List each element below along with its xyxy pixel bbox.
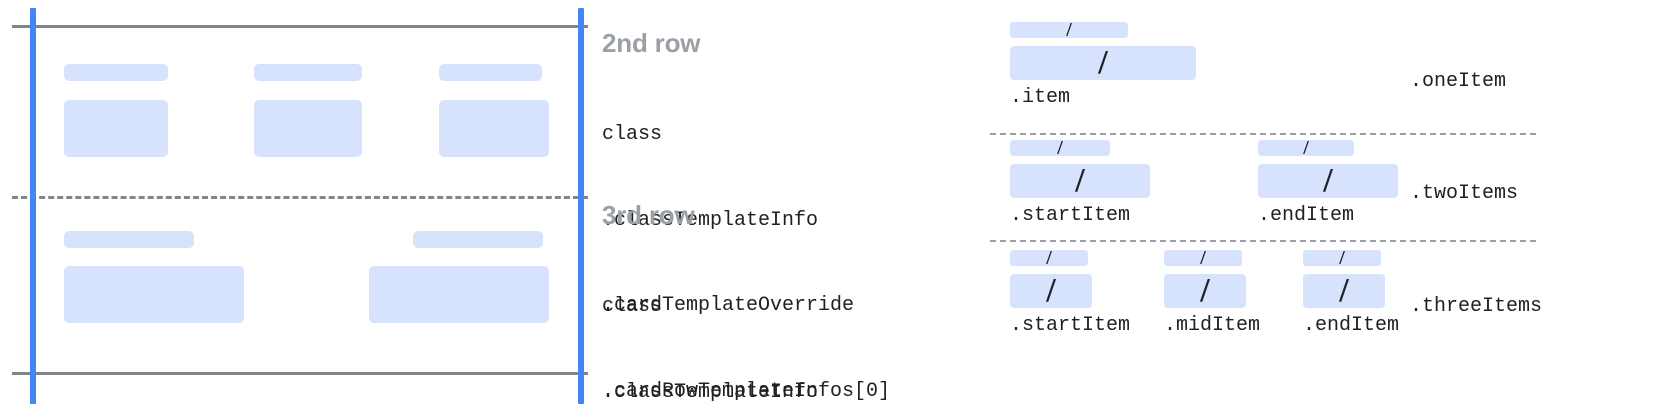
variant-label: .twoItems	[1410, 182, 1519, 205]
item-title-bar: /	[1010, 247, 1088, 269]
item-body-bar: /	[1303, 274, 1385, 308]
item-group: / / .startItem	[1010, 247, 1131, 337]
item-label: .endItem	[1303, 314, 1400, 337]
path-line: .classTemplateInfo	[602, 380, 819, 404]
variant-divider	[990, 240, 1536, 242]
slash-icon: /	[1339, 272, 1349, 309]
item-body-bar: /	[1010, 46, 1196, 80]
slash-icon: /	[1200, 272, 1210, 309]
row-heading: 3rd row	[602, 200, 695, 230]
variant-one-item: / / .item .oneItem	[990, 19, 1676, 134]
item-layout-variants: / / .item .oneItem / / .startItem	[990, 0, 1676, 412]
item-title-bar: /	[1010, 19, 1128, 41]
variant-label: .threeItems	[1410, 295, 1543, 318]
item-title-bar: /	[1303, 247, 1381, 269]
item-body-bar: /	[1010, 274, 1092, 308]
placeholder-title	[439, 64, 542, 81]
slash-icon: /	[1303, 137, 1309, 159]
item-group: / / .endItem	[1303, 247, 1400, 337]
card-row-schematic	[0, 0, 600, 412]
slash-icon: /	[1046, 272, 1056, 309]
item-label: .endItem	[1258, 204, 1355, 227]
schematic-top-rule	[12, 25, 588, 28]
schematic-row-divider	[12, 196, 588, 199]
placeholder-body	[369, 266, 549, 323]
path-line: .cardTemplateOverride	[602, 294, 855, 317]
item-label: .startItem	[1010, 204, 1131, 227]
slash-icon: /	[1323, 162, 1333, 199]
schematic-left-guide	[30, 8, 36, 404]
slash-icon: /	[1098, 44, 1108, 81]
placeholder-body	[64, 100, 168, 157]
variant-two-items: / / .startItem / / .endItem .twoItems	[990, 137, 1676, 245]
variant-label: .oneItem	[1410, 70, 1507, 93]
item-body-bar: /	[1258, 164, 1398, 198]
slash-icon: /	[1075, 162, 1085, 199]
item-label: .midItem	[1164, 314, 1261, 337]
placeholder-title	[413, 231, 543, 248]
schematic-bottom-rule	[12, 372, 588, 375]
slash-icon: /	[1046, 247, 1052, 269]
path-line: .classTemplateInfo	[602, 208, 819, 232]
variant-divider	[990, 133, 1536, 135]
slash-icon: /	[1200, 247, 1206, 269]
variant-three-items: / / .startItem / / .midItem /	[990, 247, 1676, 362]
item-title-bar: /	[1010, 137, 1110, 159]
placeholder-title	[254, 64, 362, 81]
path-line: class	[602, 123, 663, 146]
item-group: / / .midItem	[1164, 247, 1261, 337]
row-path-lines: class .classTemplateInfo .cardTemplateOv…	[602, 64, 890, 412]
row-heading: 2nd row	[602, 28, 701, 58]
template-path-descriptions: 2nd row class .classTemplateInfo .cardTe…	[602, 0, 992, 412]
item-group: / / .startItem	[1010, 137, 1150, 227]
placeholder-body	[254, 100, 362, 157]
placeholder-body	[64, 266, 244, 323]
placeholder-title	[64, 231, 194, 248]
item-body-bar: /	[1164, 274, 1246, 308]
path-line: .cardRowTemplateInfos[0]	[602, 379, 891, 403]
slash-icon: /	[1066, 19, 1072, 41]
item-body-bar: /	[1010, 164, 1150, 198]
item-title-bar: /	[1164, 247, 1242, 269]
slash-icon: /	[1339, 247, 1345, 269]
item-label: .item	[1010, 86, 1071, 109]
row-description-block-2nd: 2nd row class .classTemplateInfo .cardTe…	[602, 28, 890, 412]
item-label: .startItem	[1010, 314, 1131, 337]
item-title-bar: /	[1258, 137, 1354, 159]
row-path-lines: class .classTemplateInfo .cardTemplateOv…	[602, 236, 890, 412]
slash-icon: /	[1057, 137, 1063, 159]
placeholder-title	[64, 64, 168, 81]
row-description-block-3rd: 3rd row class .classTemplateInfo .cardTe…	[602, 200, 890, 412]
path-line: class	[602, 295, 663, 318]
item-group: / / .endItem	[1258, 137, 1398, 227]
placeholder-body	[439, 100, 549, 157]
schematic-right-guide	[578, 8, 584, 404]
item-group: / / .item	[1010, 19, 1196, 109]
